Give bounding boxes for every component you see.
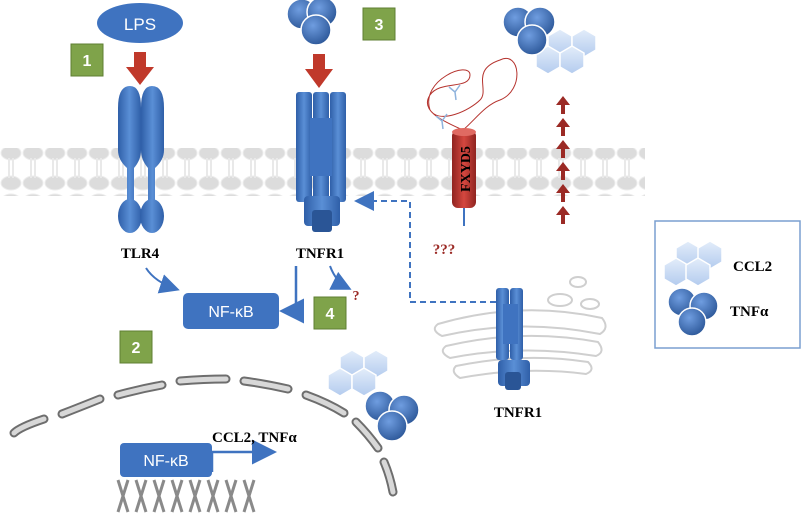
step-1-badge: 1: [70, 43, 104, 77]
step-3-badge: 3: [362, 7, 396, 41]
tnfr1-to-nfkb-arrow: [279, 266, 304, 324]
secretion-arrows: [556, 96, 570, 224]
unknown-mechanism-label: ???: [433, 242, 456, 258]
tnfr1-golgi-receptor: [496, 288, 530, 390]
lps-label: LPS: [124, 15, 156, 34]
nuclear-envelope-inner: [11, 376, 396, 495]
step-2-badge: 2: [119, 330, 153, 364]
nfkb-cytoplasm-box: [183, 293, 279, 329]
fxyd5-label: FXYD5: [459, 146, 474, 192]
step-4-badge: 4: [313, 296, 347, 330]
secreted-cytokines-bottom: [327, 349, 420, 442]
tnfr1-unknown-arrow: [329, 265, 352, 290]
dna-helix: [116, 479, 256, 513]
legend-ccl2-label: CCL2: [733, 259, 772, 275]
tnfr1-label: TNFR1: [296, 246, 344, 262]
nfkb-nucleus-label: NF-κB: [143, 453, 188, 470]
red-arrow-1: [126, 52, 154, 85]
gene-products-label: CCL2, TNFα: [212, 430, 297, 446]
nfkb-cytoplasm-label: NF-κB: [208, 304, 253, 321]
legend-tnfa-icon: [667, 287, 719, 337]
svg-text:4: 4: [326, 306, 335, 323]
lps-ligand: LPS: [97, 3, 183, 43]
legend: CCL2 TNFα: [654, 220, 801, 349]
legend-tnfa-label: TNFα: [730, 304, 769, 320]
tnfr1-receptor: [296, 92, 346, 232]
tlr4-to-nfkb-arrow: [145, 267, 180, 294]
nfkb-nucleus-box: [120, 443, 212, 477]
trafficking-arrow: [354, 191, 496, 303]
question-mark-label: ?: [353, 289, 360, 304]
red-arrow-3: [305, 54, 333, 88]
transcription-arrow: [210, 439, 277, 472]
tnfr1-golgi-label: TNFR1: [494, 405, 542, 421]
tlr4-label: TLR4: [121, 246, 160, 262]
tnfa-ligand-top: [286, 0, 338, 46]
svg-text:3: 3: [375, 17, 384, 34]
secreted-cytokines-top: [502, 6, 597, 75]
svg-text:1: 1: [83, 53, 92, 70]
svg-text:2: 2: [132, 340, 141, 357]
fxyd5-protein: FXYD5: [426, 57, 518, 226]
tlr4-receptor: [118, 86, 164, 233]
